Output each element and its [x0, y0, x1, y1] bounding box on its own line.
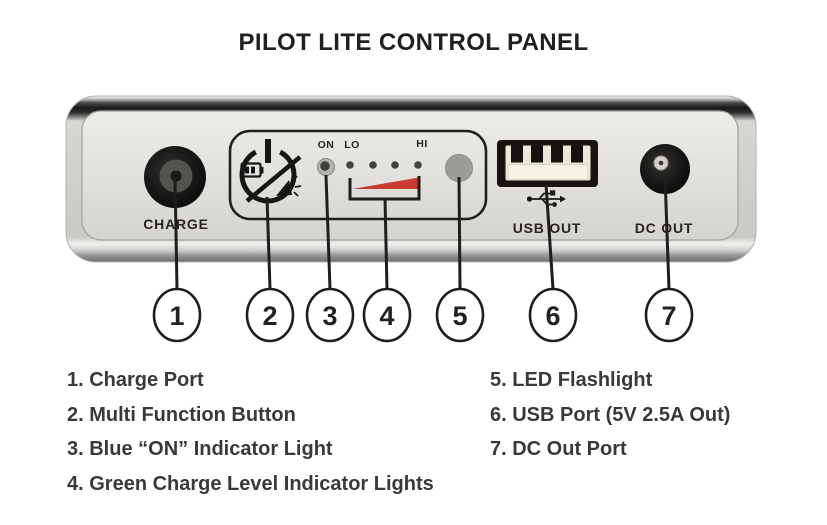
legend-item-6: 6. USB Port (5V 2.5A Out)	[490, 403, 731, 426]
callout-number-7: 7	[661, 301, 676, 331]
callout-number-6: 6	[545, 301, 560, 331]
leader-lines	[173, 174, 671, 290]
callout-number-5: 5	[452, 301, 467, 331]
legend-item-1: 1. Charge Port	[67, 369, 204, 391]
leader-line-1	[173, 176, 179, 290]
legend-item-5: 5. LED Flashlight	[490, 369, 653, 391]
leader-line-3	[324, 174, 332, 290]
callout-circle-2: 2	[245, 287, 295, 343]
lo-label: LO	[344, 139, 360, 151]
usb-out-label: USB OUT	[513, 220, 582, 236]
charge-level-lights	[346, 161, 422, 169]
leader-line-6	[544, 183, 555, 290]
on-indicator-light	[317, 158, 335, 176]
legend-item-2: 2. Multi Function Button	[67, 403, 296, 426]
legend-left-column: 1. Charge Port 2. Multi Function Button …	[67, 363, 434, 501]
hi-label: HI	[416, 138, 428, 150]
legend-item-7: 7. DC Out Port	[490, 438, 627, 461]
callout-number-4: 4	[379, 301, 394, 331]
leader-line-5	[457, 176, 462, 290]
usb-port	[497, 140, 598, 187]
callout-circle-1: 1	[152, 287, 202, 343]
callout-circle-7: 7	[644, 287, 694, 343]
legend-item-3: 3. Blue “ON” Indicator Light	[67, 438, 333, 461]
torch-icon	[276, 175, 302, 197]
leader-line-7	[663, 175, 671, 290]
callout-number-3: 3	[322, 301, 337, 331]
control-cluster-outline	[228, 129, 488, 221]
leader-line-2	[265, 196, 272, 290]
legend-item-4: 4. Green Charge Level Indicator Lights	[67, 472, 434, 495]
callout-number-2: 2	[262, 301, 277, 331]
on-label: ON	[318, 139, 335, 151]
leader-line-4	[383, 198, 389, 290]
level-bracket	[348, 176, 421, 201]
slash-icon	[245, 155, 302, 203]
callout-circle-3: 3	[305, 287, 355, 343]
level-wedge	[352, 177, 419, 189]
legend-right-column: 5. LED Flashlight 6. USB Port (5V 2.5A O…	[490, 363, 730, 467]
callout-circles: 1 2 3 4 5 6 7	[152, 287, 694, 343]
callout-number-1: 1	[169, 301, 184, 331]
callout-circle-4: 4	[362, 287, 412, 343]
dc-out-port	[640, 144, 690, 194]
callout-circle-6: 6	[528, 287, 578, 343]
battery-icon	[240, 162, 264, 178]
callout-circle-5: 5	[435, 287, 485, 343]
diagram-title: PILOT LITE CONTROL PANEL	[238, 29, 589, 56]
dc-out-label: DC OUT	[635, 220, 693, 236]
